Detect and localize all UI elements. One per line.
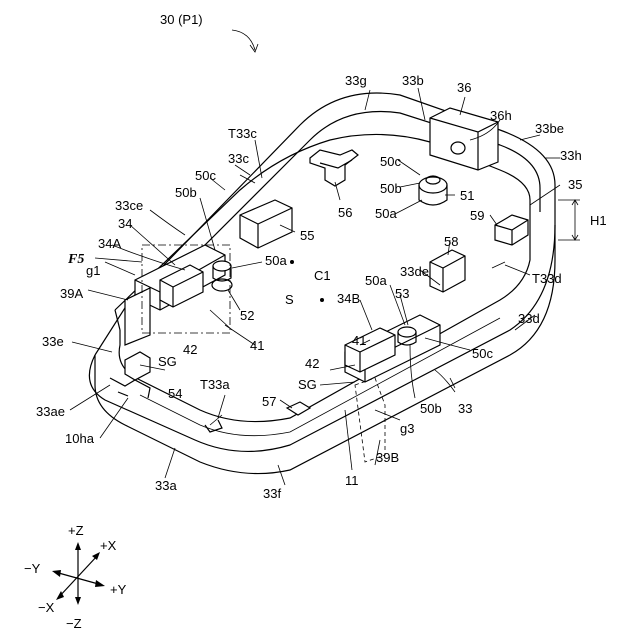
reference-labels: 30 (P1) 33g 33b 36 36h 33be 33h T33c 33c… (36, 12, 607, 501)
label-c1: C1 (314, 268, 331, 283)
label-s: S (285, 292, 294, 307)
block-36 (430, 108, 498, 170)
label-h1: H1 (590, 213, 607, 228)
label-41-b: 41 (352, 333, 366, 348)
label-50b-c: 50b (420, 401, 442, 416)
block-56 (310, 150, 358, 186)
label-52: 52 (240, 308, 254, 323)
label-35: 35 (568, 177, 582, 192)
label-36h: 36h (490, 108, 512, 123)
center-c1-dot (320, 298, 324, 302)
center-s-dot (290, 260, 294, 264)
label-36: 36 (457, 80, 471, 95)
axis-label-px: +X (100, 538, 117, 553)
label-33e: 33e (42, 334, 64, 349)
label-50b-b: 50b (380, 181, 402, 196)
label-34a: 34A (98, 236, 121, 251)
label-33d: 33d (518, 311, 540, 326)
cylinder-51 (419, 176, 447, 205)
label-39a: 39A (60, 286, 83, 301)
label-41-a: 41 (250, 338, 264, 353)
rail-34 (125, 245, 225, 345)
block-59 (495, 215, 528, 245)
label-10ha: 10ha (65, 431, 95, 446)
label-42-b: 42 (305, 356, 319, 371)
rail-34b (345, 315, 440, 382)
axis-label-mx: −X (38, 600, 55, 615)
label-11: 11 (345, 473, 359, 488)
label-sg-a: SG (158, 354, 177, 369)
label-sg-b: SG (298, 377, 317, 392)
label-55: 55 (300, 228, 314, 243)
axis-label-py: +Y (110, 582, 127, 597)
label-59: 59 (470, 208, 484, 223)
label-50b-a: 50b (175, 185, 197, 200)
label-33: 33 (458, 401, 472, 416)
label-33f: 33f (263, 486, 281, 501)
label-50a-c: 50a (365, 273, 387, 288)
axis-label-my: −Y (24, 561, 41, 576)
rail-55 (240, 200, 292, 248)
label-33g: 33g (345, 73, 367, 88)
label-50a-b: 50a (375, 206, 397, 221)
label-f5: F5 (67, 252, 84, 267)
label-g3: g3 (400, 421, 414, 436)
label-t33d: T33d (532, 271, 562, 286)
label-56: 56 (338, 205, 352, 220)
label-53: 53 (395, 286, 409, 301)
label-50c-c: 50c (472, 346, 493, 361)
label-57: 57 (262, 394, 276, 409)
label-title: 30 (P1) (160, 12, 203, 27)
axes-triad: +Z +X −Y +Y −X −Z (24, 523, 127, 631)
label-t33a: T33a (200, 377, 230, 392)
axis-label-pz: +Z (68, 523, 84, 538)
notch-10ha (110, 378, 150, 398)
label-t33c: T33c (228, 126, 257, 141)
label-33ae: 33ae (36, 404, 65, 419)
label-33h: 33h (560, 148, 582, 163)
label-33a: 33a (155, 478, 177, 493)
label-50c-b: 50c (380, 154, 401, 169)
label-33b: 33b (402, 73, 424, 88)
label-g1: g1 (86, 263, 100, 278)
label-42-a: 42 (183, 342, 197, 357)
label-33ce: 33ce (115, 198, 143, 213)
block-57 (287, 402, 310, 415)
label-51: 51 (460, 188, 474, 203)
label-34: 34 (118, 216, 132, 231)
leader-lines (70, 30, 580, 485)
label-50a-a: 50a (265, 253, 287, 268)
label-50c-a: 50c (195, 168, 216, 183)
block-58 (430, 250, 465, 292)
label-33c: 33c (228, 151, 249, 166)
label-58: 58 (444, 234, 458, 249)
label-54: 54 (168, 386, 182, 401)
label-34b: 34B (337, 291, 360, 306)
axis-label-mz: −Z (66, 616, 82, 631)
label-33be: 33be (535, 121, 564, 136)
label-33de: 33de (400, 264, 429, 279)
label-39b: 39B (376, 450, 399, 465)
